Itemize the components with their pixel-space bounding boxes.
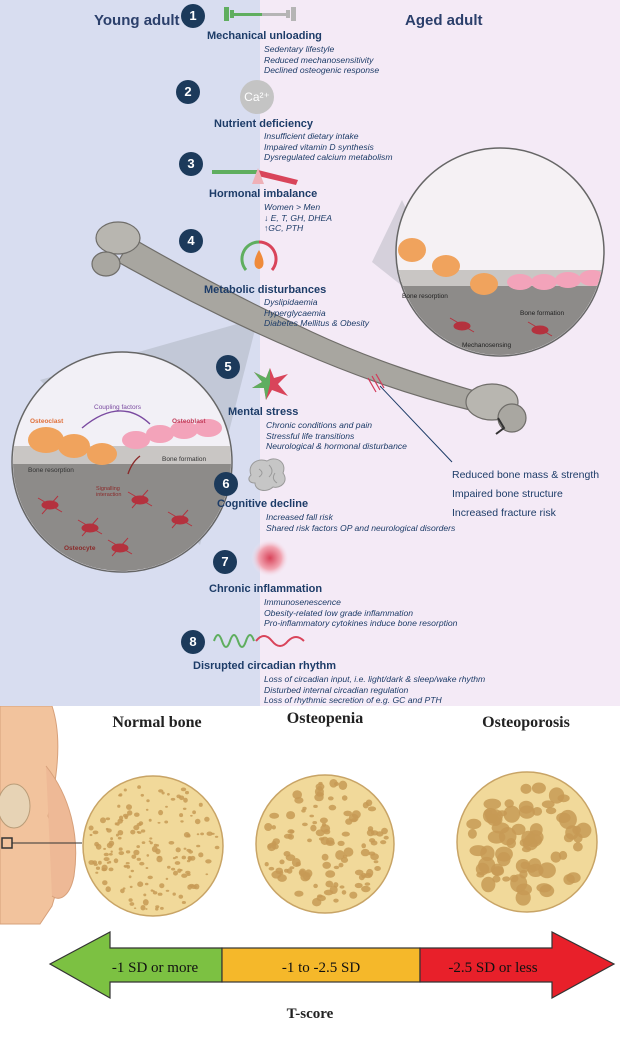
young-bone-remodeling-circle [11,351,233,573]
balance-icon [212,168,298,185]
factor-3-title: Hormonal imbalance [209,188,318,200]
factor-7-badge: 7 [213,550,237,574]
bone-effects-list: Reduced bone mass & strength Impaired bo… [452,466,599,523]
human-body-illustration [0,706,82,925]
stress-burst-icon [252,368,288,400]
factor-3-desc: Women > Men↓ E, T, GH, DHEA↑GC, PTH [264,202,332,233]
bone-resorption-label-right: Bone resorption [402,293,448,300]
arrow-yellow-segment [221,947,421,983]
osteocyte-label: Osteocyte [64,545,96,552]
arrow-label-osteoporosis: -2.5 SD or less [448,960,538,976]
bone-circles [82,771,598,917]
factor-1-title: Mechanical unloading [207,30,322,42]
dumbbell-icon [224,7,296,21]
factor-5-badge: 5 [216,355,240,379]
factor-1-badge: 1 [181,4,205,28]
calcium-icon: Ca²⁺ [240,80,274,114]
wave-icon [213,634,305,648]
osteopenia-bone-circle [255,774,395,914]
bone-illustration [11,147,605,573]
osteoporosis-heading: Osteoporosis [482,714,570,731]
factor-7-title: Chronic inflammation [209,583,323,595]
t-score-label: T-score [286,1006,334,1022]
arrow-label-osteopenia: -1 to -2.5 SD [281,960,361,976]
inflammation-icon [251,539,289,577]
factor-6-title: Cognitive decline [217,498,309,510]
factor-4-title: Metabolic disturbances [204,284,327,296]
signalling-label: Signalling interaction [96,486,122,498]
bone-resorption-label-left: Bone resorption [28,467,74,474]
effect-item: Increased fracture risk [452,507,556,519]
t-score-arrow [48,931,616,1000]
aged-adult-heading: Aged adult [405,12,483,29]
factor-4-badge: 4 [179,229,203,253]
arrow-red-segment [419,931,616,1000]
osteopenia-heading: Osteopenia [286,710,364,727]
factor-3-badge: 3 [179,152,203,176]
bone-formation-label-left: Bone formation [162,456,207,463]
young-adult-heading: Young adult [94,12,180,29]
factor-6-badge: 6 [214,472,238,496]
aged-bone-remodeling-circle [395,147,605,357]
normal-bone-heading: Normal bone [112,714,202,731]
mechanosensing-label: Mechanosensing [462,342,512,349]
bone-density-comparison: Normal bone Osteopenia Osteoporosis -1 S… [0,706,620,1037]
factor-8-title: Disrupted circadian rhythm [193,660,337,672]
osteoblast-label: Osteoblast [172,418,206,425]
factor-2-badge: 2 [176,80,200,104]
osteoporosis-bone-circle [456,771,598,913]
femur-bone-icon [91,221,527,435]
factor-8-desc: Loss of circadian input, i.e. light/dark… [264,674,486,705]
fracture-pointer-line [379,385,453,463]
factor-2-title: Nutrient deficiency [214,118,314,130]
effect-item: Impaired bone structure [452,488,563,500]
aging-bone-infographic: Young adult Aged adult [0,0,620,706]
metabolic-cycle-icon [240,240,278,271]
arrow-label-normal: -1 SD or more [111,960,199,976]
coupling-factors-label: Coupling factors [94,404,141,411]
bone-formation-label-right: Bone formation [520,310,565,317]
osteoclast-label: Osteoclast [30,418,64,425]
factor-5-title: Mental stress [228,406,299,418]
normal-bone-circle [82,775,224,917]
factor-8-badge: 8 [181,630,205,654]
brain-icon [248,458,286,491]
effect-item: Reduced bone mass & strength [452,469,600,481]
